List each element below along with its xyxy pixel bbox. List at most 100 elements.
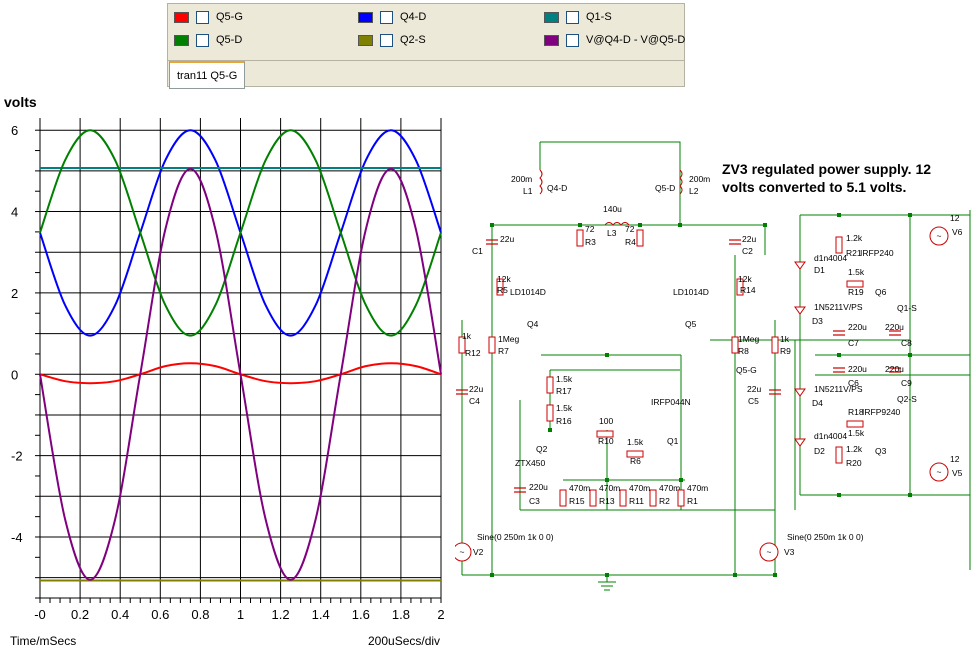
component-label: Q3 xyxy=(875,446,887,456)
time-per-division-label: 200uSecs/div xyxy=(368,634,441,648)
tab-strip: tran11 Q5-G xyxy=(168,60,684,89)
component-label: 22u xyxy=(747,384,761,394)
component-label: 72 xyxy=(585,224,595,234)
junction xyxy=(837,493,841,497)
legend-item-q1-s[interactable]: Q1-S xyxy=(544,9,612,25)
junction xyxy=(605,478,609,482)
source-symbol: ~ xyxy=(460,547,465,557)
component-label: IRFP9240 xyxy=(862,407,901,417)
x-tick-label: -0 xyxy=(34,607,46,622)
diode xyxy=(794,438,806,447)
component-label: 1.5k xyxy=(848,267,865,277)
component-label: 1Meg xyxy=(738,334,760,344)
junction xyxy=(908,213,912,217)
legend-checkbox[interactable] xyxy=(380,33,393,47)
legend-checkbox[interactable] xyxy=(566,33,579,47)
y-tick-label: 0 xyxy=(11,367,18,382)
x-tick-label: 1.2 xyxy=(272,607,290,622)
legend-panel: Q5-G Q4-D Q1-S Q5-D Q2-S V@Q4-D - V@Q5-D… xyxy=(167,3,685,89)
legend-label: V@Q4-D - V@Q5-D xyxy=(586,34,686,46)
x-tick-label: 0.6 xyxy=(151,607,169,622)
resistor xyxy=(835,236,843,254)
junction xyxy=(548,428,552,432)
component-label: Q2 xyxy=(536,444,548,454)
component-label: 220u xyxy=(885,322,904,332)
component-label: 470m xyxy=(599,483,620,493)
resistor xyxy=(546,376,554,394)
component-label: R17 xyxy=(556,386,572,396)
component-label: 12 xyxy=(950,454,960,464)
component-label: D1 xyxy=(814,265,825,275)
component-label: 1k xyxy=(462,331,472,341)
component-label: Q6 xyxy=(875,287,887,297)
component-label: 22u xyxy=(742,234,756,244)
component-label: d1n4004 xyxy=(814,253,847,263)
legend-checkbox[interactable] xyxy=(196,33,209,47)
resistor xyxy=(731,336,739,354)
component-label: IRFP240 xyxy=(860,248,894,258)
x-tick-label: 1 xyxy=(237,607,244,622)
resistor xyxy=(649,489,657,507)
component-label: 200m xyxy=(511,174,532,184)
component-label: Q4 xyxy=(527,319,539,329)
junction xyxy=(490,223,494,227)
legend-item-diff[interactable]: V@Q4-D - V@Q5-D xyxy=(544,32,685,48)
resistor xyxy=(619,489,627,507)
legend-item-q5-g[interactable]: Q5-G xyxy=(174,9,243,25)
component-label: C4 xyxy=(469,396,480,406)
component-label: Q5-D xyxy=(655,183,675,193)
legend-checkbox[interactable] xyxy=(380,10,393,24)
legend-swatch xyxy=(544,34,559,46)
legend-label: Q1-S xyxy=(586,11,612,23)
source-symbol: ~ xyxy=(767,547,772,557)
legend-item-q4-d[interactable]: Q4-D xyxy=(358,9,426,25)
diode xyxy=(794,306,806,315)
component-label: 200m xyxy=(689,174,710,184)
component-label: R18 xyxy=(848,407,864,417)
resistor xyxy=(488,336,496,354)
component-label: 12k xyxy=(497,274,511,284)
component-label: Q2-S xyxy=(897,394,917,404)
legend-label: Q5-G xyxy=(216,11,243,23)
legend-label: Q2-S xyxy=(400,34,426,46)
component-label: D3 xyxy=(812,316,823,326)
junction xyxy=(773,573,777,577)
inductor xyxy=(539,169,543,195)
component-label: LD1014D xyxy=(673,287,709,297)
component-label: 470m xyxy=(687,483,708,493)
x-tick-label: 1.8 xyxy=(392,607,410,622)
component-label: 12k xyxy=(738,274,752,284)
component-label: R20 xyxy=(846,458,862,468)
component-label: 22u xyxy=(500,234,514,244)
component-label: 220u xyxy=(529,482,548,492)
y-tick-label: 2 xyxy=(11,286,18,301)
tab-tran11[interactable]: tran11 Q5-G xyxy=(169,61,246,89)
component-label: V3 xyxy=(784,547,795,557)
series-line-5 xyxy=(39,167,442,581)
component-label: L2 xyxy=(689,186,699,196)
component-label: R11 xyxy=(629,496,644,506)
x-axis-label: Time/mSecs xyxy=(10,634,77,648)
component-label: R12 xyxy=(465,348,481,358)
component-label: C3 xyxy=(529,496,540,506)
component-label: 1k xyxy=(780,334,790,344)
legend-item-q2-s[interactable]: Q2-S xyxy=(358,32,426,48)
legend-checkbox[interactable] xyxy=(196,10,209,24)
resistor xyxy=(736,278,744,296)
component-label: R6 xyxy=(630,456,641,466)
legend-item-q5-d[interactable]: Q5-D xyxy=(174,32,242,48)
component-label: C8 xyxy=(901,338,912,348)
y-tick-label: 6 xyxy=(11,123,18,138)
resistor xyxy=(546,404,554,422)
resistor xyxy=(626,450,644,458)
voltage-source xyxy=(929,226,949,246)
component-label: R9 xyxy=(780,346,791,356)
component-label: d1n4004 xyxy=(814,431,847,441)
component-label: 140u xyxy=(603,204,622,214)
legend-checkbox[interactable] xyxy=(566,10,579,24)
y-tick-label: 4 xyxy=(11,205,18,220)
x-tick-label: 0.4 xyxy=(111,607,129,622)
junction xyxy=(490,573,494,577)
wire xyxy=(540,141,681,225)
component-label: D4 xyxy=(812,398,823,408)
